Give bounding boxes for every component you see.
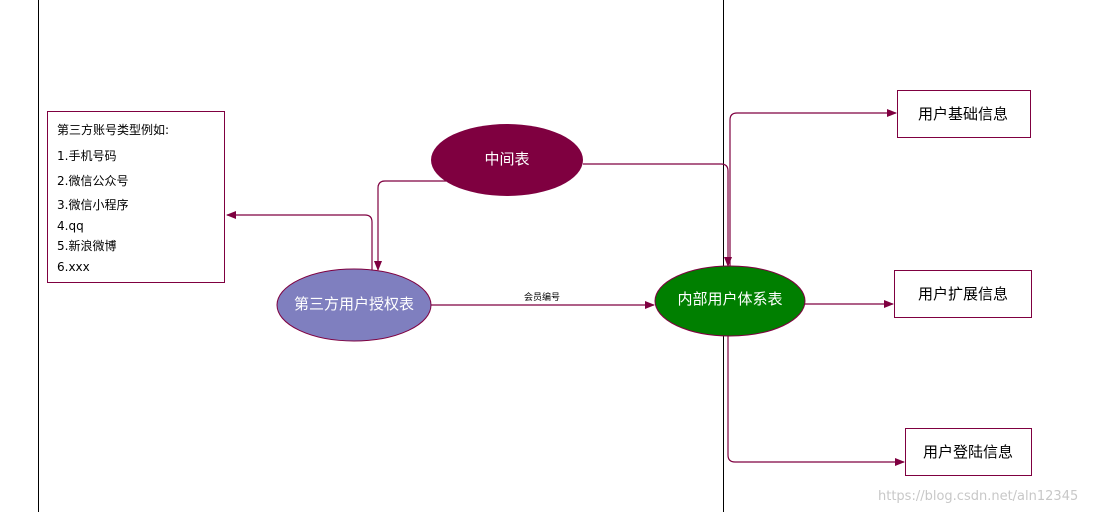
- note-item-1: 1.手机号码: [57, 149, 116, 163]
- edge-auth-to-note: [226, 211, 373, 272]
- user-login-info-label: 用户登陆信息: [923, 443, 1013, 461]
- watermark: https://blog.csdn.net/aln12345: [878, 489, 1078, 504]
- user-basic-info-label: 用户基础信息: [918, 105, 1008, 123]
- node-user-ext-info[interactable]: 用户扩展信息: [894, 270, 1032, 318]
- user-ext-info-label: 用户扩展信息: [918, 285, 1008, 303]
- internal-user-system-label: 内部用户体系表: [677, 290, 782, 308]
- third-party-auth-ellipse: [276, 268, 432, 342]
- note-title: 第三方账号类型例如:: [57, 122, 169, 137]
- note-item-4: 4.qq: [57, 219, 84, 233]
- node-middle-table[interactable]: 中间表: [431, 124, 583, 196]
- edge-middle-to-auth: [374, 180, 446, 271]
- middle-table-ellipse: [431, 124, 583, 196]
- note-item-3: 3.微信小程序: [57, 197, 128, 212]
- node-user-basic-info[interactable]: 用户基础信息: [897, 90, 1031, 138]
- edge-internal-to-login: [727, 336, 905, 466]
- account-types-note: 第三方账号类型例如: 1.手机号码 2.微信公众号 3.微信小程序 4.qq 5…: [47, 111, 225, 283]
- edge-internal-to-basic: [729, 109, 897, 268]
- note-item-5: 5.新浪微博: [57, 238, 116, 253]
- node-user-login-info[interactable]: 用户登陆信息: [905, 428, 1032, 476]
- middle-table-label: 中间表: [484, 150, 529, 168]
- edge-middle-to-internal: [583, 163, 732, 267]
- node-internal-user-system[interactable]: 内部用户体系表: [654, 265, 806, 337]
- edge-label-member-no: 会员编号: [524, 291, 560, 303]
- note-item-2: 2.微信公众号: [57, 174, 128, 188]
- node-third-party-auth[interactable]: 第三方用户授权表: [276, 268, 432, 342]
- third-party-auth-label: 第三方用户授权表: [294, 295, 414, 313]
- note-item-6: 6.xxx: [57, 260, 90, 274]
- internal-user-system-ellipse: [654, 265, 806, 337]
